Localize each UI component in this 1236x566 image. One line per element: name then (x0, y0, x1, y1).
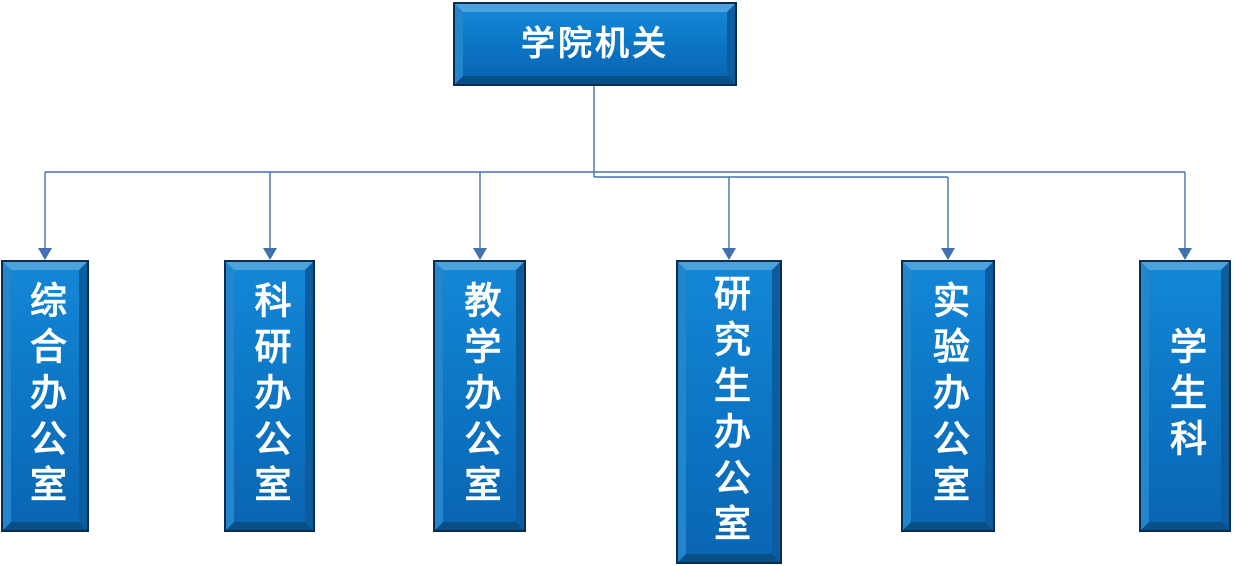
org-node-label: 科研办公室 (248, 281, 291, 511)
org-node-label: 学生科 (1163, 327, 1207, 465)
org-node-label: 实验办公室 (926, 281, 970, 511)
org-node-student-section[interactable]: 学生科 (1141, 262, 1229, 530)
org-node-research-office[interactable]: 科研办公室 (226, 262, 313, 530)
org-node-label: 研究生办公室 (707, 274, 751, 550)
org-node-root[interactable]: 学院机关 (455, 4, 735, 84)
org-node-general-office[interactable]: 综合办公室 (3, 262, 87, 530)
org-node-label: 学院机关 (521, 24, 669, 64)
connector-arrowhead-icon (263, 248, 277, 260)
connector-arrowhead-icon (473, 248, 487, 260)
org-node-teaching-office[interactable]: 教学办公室 (435, 262, 524, 530)
org-node-laboratory-office[interactable]: 实验办公室 (903, 262, 993, 530)
org-node-label: 教学办公室 (458, 281, 501, 511)
org-node-graduate-office[interactable]: 研究生办公室 (678, 262, 780, 562)
org-node-label: 综合办公室 (23, 281, 67, 511)
connector-arrowhead-icon (722, 248, 736, 260)
connector-arrowhead-icon (941, 248, 955, 260)
connector-arrowhead-icon (38, 248, 52, 260)
connector-arrowhead-icon (1178, 248, 1192, 260)
